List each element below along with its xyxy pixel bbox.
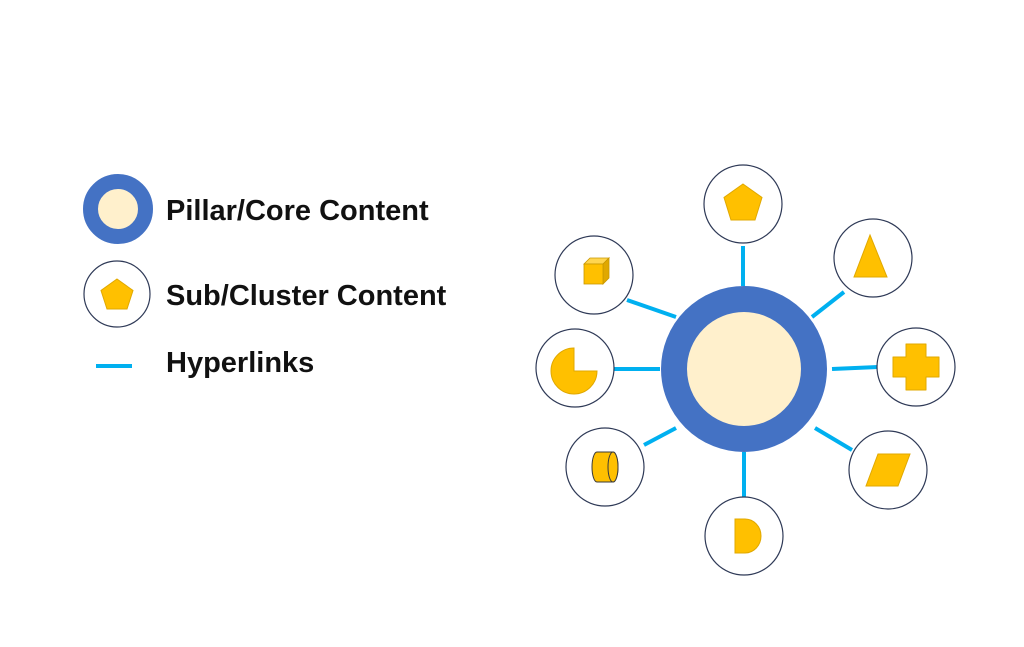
- hyperlink-line: [810, 290, 846, 319]
- legend-pillar-item: Pillar/Core Content: [83, 174, 429, 244]
- cluster-node-cube: [554, 235, 634, 315]
- cube-icon: [583, 257, 610, 285]
- cross-icon: [892, 343, 940, 391]
- cluster-node-half-disc: [704, 496, 784, 576]
- triangle-icon: [853, 233, 888, 278]
- cylinder-face-icon: [607, 451, 619, 483]
- pillar-core-node: [661, 286, 827, 452]
- legend-pillar-label: Pillar/Core Content: [166, 195, 429, 227]
- hyperlink-line: [813, 426, 854, 452]
- cluster-node-triangle: [833, 218, 913, 298]
- legend-pillar-icon: [83, 174, 153, 244]
- pie-icon: [550, 347, 598, 395]
- hyperlinks: [614, 246, 879, 497]
- cluster-node-cross: [876, 327, 956, 407]
- cluster-node-pie: [535, 328, 615, 408]
- parallelogram-icon: [865, 453, 911, 487]
- cluster-node-pentagon: [703, 164, 783, 244]
- legend-cluster-label: Sub/Cluster Content: [166, 280, 447, 312]
- legend-hyperlinks-label: Hyperlinks: [166, 347, 314, 379]
- half-disc-icon: [734, 518, 762, 554]
- hyperlink-line: [831, 365, 879, 371]
- cluster-node-cylinder: [565, 427, 645, 507]
- legend: Pillar/Core Content Sub/Cluster Content …: [83, 174, 447, 379]
- cluster-nodes: [535, 164, 956, 576]
- hyperlink-line: [643, 426, 677, 447]
- pentagon-icon: [100, 278, 134, 310]
- hyperlink-line: [626, 298, 677, 319]
- legend-hyperlinks-item: Hyperlinks: [96, 347, 314, 379]
- pillar-core-ring: [661, 286, 827, 452]
- cluster-node-parallelogram: [848, 430, 928, 510]
- cluster-node-circle: [535, 328, 615, 408]
- legend-cluster-item: Sub/Cluster Content: [83, 260, 447, 328]
- pentagon-icon: [723, 183, 763, 221]
